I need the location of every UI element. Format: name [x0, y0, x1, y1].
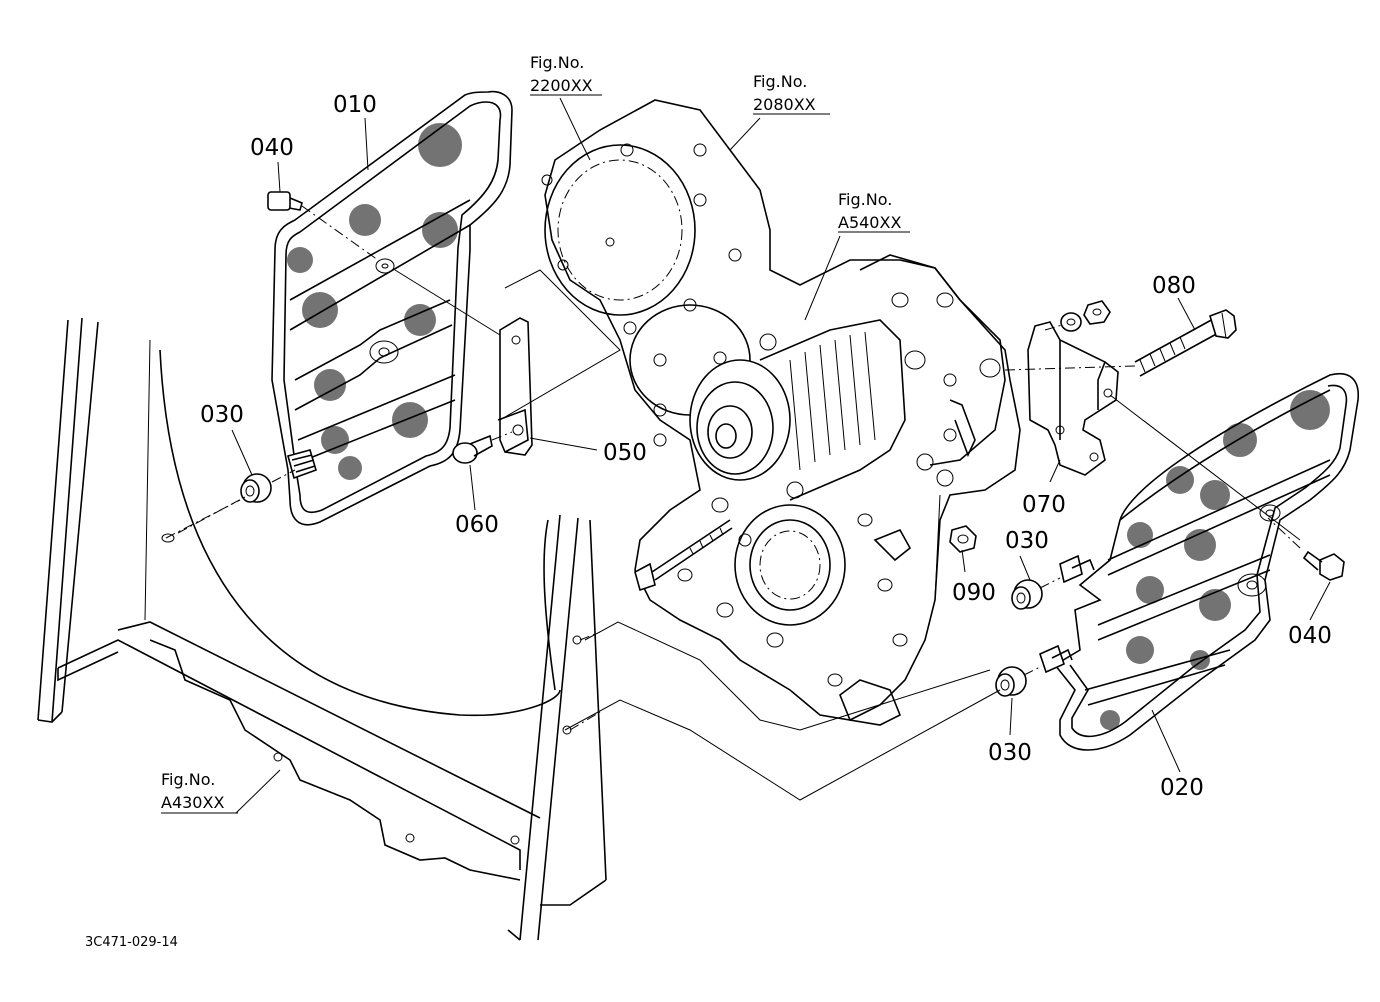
- perforation-pattern: [287, 123, 462, 480]
- stud-right-lower: [1039, 644, 1073, 674]
- fig-ref-2200xx: Fig.No. 2200XX: [530, 53, 593, 95]
- fig-ref-number: 2080XX: [753, 95, 816, 114]
- stud-right-upper: [1059, 554, 1095, 584]
- bracket-070: [1027, 321, 1119, 476]
- fig-ref-label: Fig.No.: [838, 190, 892, 209]
- grommet-030-right-upper: [1011, 577, 1061, 610]
- callout-030-left: 030: [200, 402, 244, 428]
- grommet-030-right-lower: [995, 665, 1043, 697]
- nut-090: [949, 525, 977, 553]
- bolt-040-left: [267, 191, 379, 261]
- nut-washer: [1044, 300, 1111, 332]
- bolt-060: [452, 431, 513, 464]
- callout-010: 010: [333, 92, 377, 118]
- bolt-080: [1004, 309, 1237, 377]
- fig-ref-number: 2200XX: [530, 76, 593, 95]
- callout-060: 060: [455, 512, 499, 538]
- fig-ref-a430xx: Fig.No. A430XX: [161, 770, 224, 812]
- callout-030-right-lower: 030: [988, 740, 1032, 766]
- fig-ref-label: Fig.No.: [161, 770, 215, 789]
- callout-040-right: 040: [1288, 623, 1332, 649]
- alternator: [689, 319, 906, 501]
- reference-lines: [499, 269, 1301, 801]
- stud-left: [287, 449, 317, 480]
- leader-lines: [161, 94, 1331, 814]
- bolt-040-right: [1267, 517, 1345, 581]
- fig-ref-number: A430XX: [161, 793, 224, 812]
- callout-030-right-upper: 030: [1005, 528, 1049, 554]
- fig-ref-number: A540XX: [838, 213, 901, 232]
- engine-housing: [541, 99, 1021, 726]
- callout-090: 090: [952, 580, 996, 606]
- callout-080: 080: [1152, 273, 1196, 299]
- callout-020: 020: [1160, 775, 1204, 801]
- grommet-030-left: [177, 469, 296, 534]
- fig-ref-label: Fig.No.: [530, 53, 584, 72]
- callout-070: 070: [1022, 492, 1066, 518]
- callout-040-left: 040: [250, 135, 294, 161]
- drawing-id: 3C471-029-14: [85, 935, 178, 950]
- left-screen-panel: [267, 90, 513, 526]
- bracket-050: [394, 269, 533, 456]
- fig-ref-a540xx: Fig.No. A540XX: [838, 190, 901, 232]
- callout-050: 050: [603, 440, 647, 466]
- perforation-pattern: [1100, 390, 1330, 730]
- right-screen-panel: [1039, 373, 1359, 751]
- fig-ref-2080xx: Fig.No. 2080XX: [753, 72, 816, 114]
- fig-ref-label: Fig.No.: [753, 72, 807, 91]
